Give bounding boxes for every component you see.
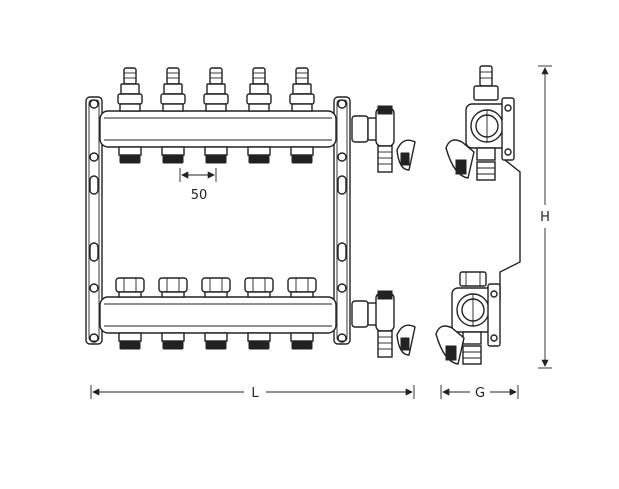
height-dimension-label: H bbox=[540, 210, 550, 225]
valve-cap bbox=[158, 277, 188, 298]
top-end-fitting bbox=[351, 105, 416, 173]
flow-meter bbox=[160, 67, 186, 112]
length-dimension: L bbox=[90, 385, 415, 401]
front-view: 50 L bbox=[85, 67, 416, 401]
top-header-bar bbox=[99, 110, 337, 148]
bottom-valve-caps bbox=[115, 277, 317, 298]
flow-meter bbox=[246, 67, 272, 112]
bottom-header-bar bbox=[99, 296, 337, 334]
valve-cap bbox=[201, 277, 231, 298]
top-flow-meters bbox=[117, 67, 315, 112]
outlet-connector bbox=[290, 146, 314, 164]
spacing-dimension: 50 bbox=[179, 168, 217, 203]
outlet-connector bbox=[118, 332, 142, 350]
flow-meter bbox=[117, 67, 143, 112]
bottom-end-fitting bbox=[351, 290, 416, 358]
flow-meter bbox=[203, 67, 229, 112]
outlet-connector bbox=[247, 332, 271, 350]
bottom-outlet-connectors bbox=[118, 332, 314, 350]
flow-meter bbox=[289, 67, 315, 112]
valve-cap bbox=[287, 277, 317, 298]
spacing-dimension-label: 50 bbox=[191, 188, 208, 203]
outlet-connector bbox=[161, 146, 185, 164]
side-top-assembly bbox=[445, 65, 515, 181]
side-bottom-assembly bbox=[435, 271, 501, 365]
side-view: H G bbox=[435, 65, 552, 401]
valve-cap bbox=[115, 277, 145, 298]
outlet-connector bbox=[204, 332, 228, 350]
left-bracket bbox=[85, 96, 103, 345]
top-outlet-connectors bbox=[118, 146, 314, 164]
depth-dimension-label: G bbox=[475, 386, 485, 401]
valve-cap bbox=[244, 277, 274, 298]
depth-dimension: G bbox=[440, 385, 519, 401]
outlet-connector bbox=[204, 146, 228, 164]
height-dimension: H bbox=[538, 65, 552, 369]
length-dimension-label: L bbox=[251, 386, 259, 401]
outlet-connector bbox=[161, 332, 185, 350]
outlet-connector bbox=[247, 146, 271, 164]
outlet-connector bbox=[290, 332, 314, 350]
outlet-connector bbox=[118, 146, 142, 164]
right-bracket bbox=[333, 96, 351, 345]
